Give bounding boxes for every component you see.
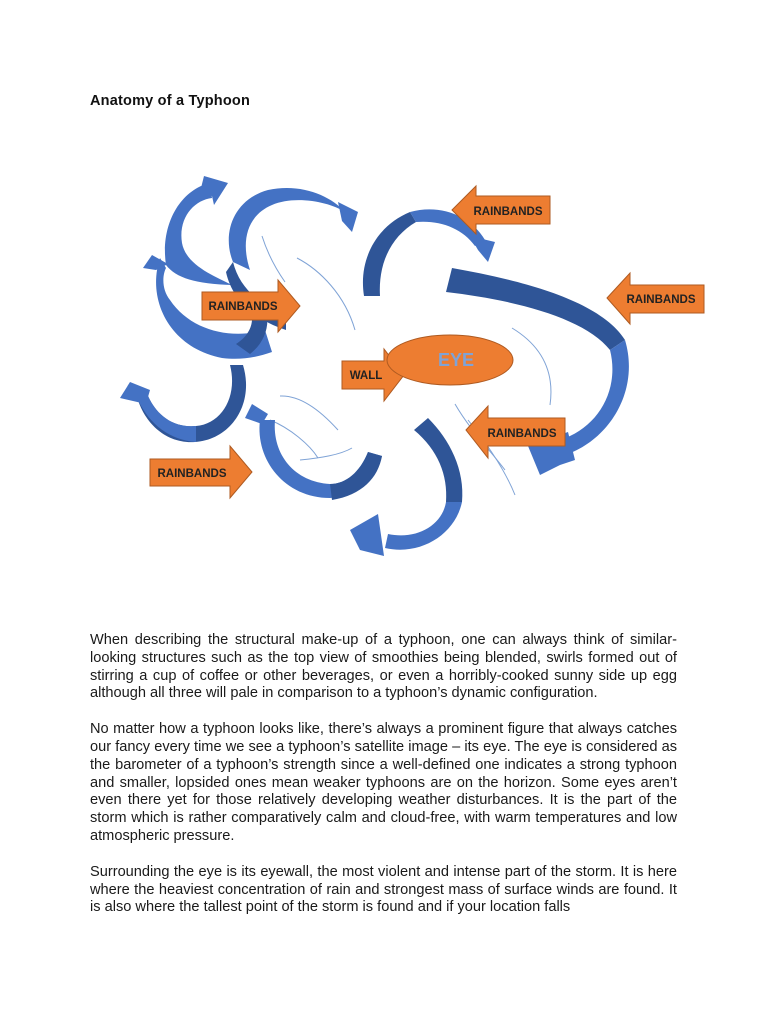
swirl-arrow-bottom-right (350, 418, 462, 556)
swirl-line (512, 328, 551, 405)
label-rainbands: RAINBANDS (627, 294, 696, 306)
label-rainbands: RAINBANDS (474, 206, 543, 218)
swirl-line (280, 396, 338, 430)
document-title: Anatomy of a Typhoon (90, 93, 250, 109)
body-text: When describing the structural make-up o… (90, 632, 677, 935)
label-rainbands: RAINBANDS (209, 301, 278, 313)
swirl-line (297, 258, 355, 330)
label-rainbands: RAINBANDS (158, 468, 227, 480)
eye-ellipse: EYE (387, 335, 513, 385)
paragraph: Surrounding the eye is its eyewall, the … (90, 864, 677, 917)
swirl-arrow-lower-left (120, 365, 246, 442)
typhoon-diagram: RAINBANDS RAINBANDS RAINBANDS WALL EYE R… (0, 150, 768, 580)
swirl-line (300, 448, 352, 460)
paragraph: No matter how a typhoon looks like, ther… (90, 721, 677, 846)
label-eye: EYE (438, 350, 474, 370)
label-rainbands: RAINBANDS (488, 428, 557, 440)
swirl-line (262, 236, 285, 282)
callout-rainbands-far-right: RAINBANDS (607, 273, 704, 324)
label-wall: WALL (350, 370, 383, 382)
paragraph: When describing the structural make-up o… (90, 632, 677, 703)
swirl-arrow-top-left (165, 176, 232, 285)
callout-rainbands-lower-left: RAINBANDS (150, 446, 252, 498)
